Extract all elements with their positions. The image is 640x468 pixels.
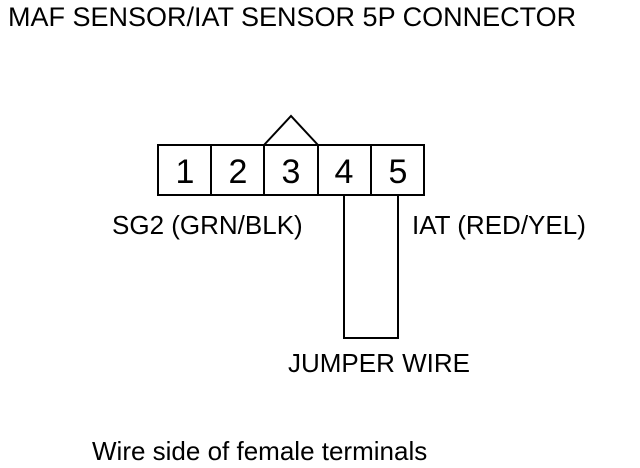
pin-2-label: 2 <box>229 153 248 191</box>
pin-3-label: 3 <box>282 153 301 191</box>
connector-lock-tab <box>263 114 319 146</box>
footer-caption: Wire side of female terminals <box>92 436 427 466</box>
pin-1-label: 1 <box>176 153 195 191</box>
left-wire-label: SG2 (GRN/BLK) <box>112 210 303 240</box>
pin-5-label: 5 <box>389 153 408 191</box>
connector: 1 2 3 4 5 <box>157 114 425 196</box>
connector-housing <box>157 144 425 196</box>
jumper-wire <box>343 195 399 339</box>
right-wire-label: IAT (RED/YEL) <box>412 210 586 240</box>
jumper-wire-label: JUMPER WIRE <box>288 348 470 378</box>
pin-4-label: 4 <box>335 153 354 191</box>
diagram-title: MAF SENSOR/IAT SENSOR 5P CONNECTOR <box>8 2 576 32</box>
